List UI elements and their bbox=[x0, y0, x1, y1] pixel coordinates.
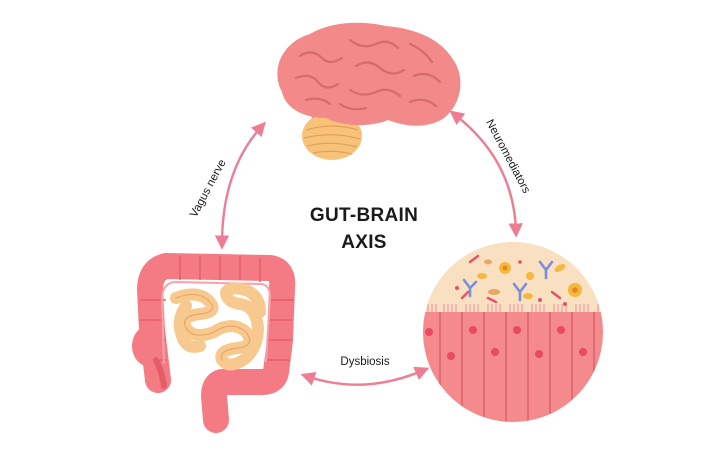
title-line-1: GUT-BRAIN bbox=[310, 205, 418, 226]
arrow-neuromediators bbox=[449, 110, 523, 238]
intestines-illustration bbox=[132, 253, 296, 433]
cell-nuclei bbox=[425, 326, 587, 360]
cerebrum bbox=[277, 22, 461, 126]
label-dysbiosis: Dysbiosis bbox=[340, 356, 389, 368]
cecum bbox=[132, 326, 164, 366]
rectum bbox=[208, 398, 223, 428]
title-line-2: AXIS bbox=[341, 232, 387, 253]
colon-segments bbox=[140, 256, 294, 361]
gut-microbiota-illustration bbox=[423, 242, 603, 422]
microbes bbox=[455, 254, 592, 306]
brain-folds bbox=[294, 38, 442, 111]
appendix bbox=[153, 357, 167, 389]
label-vagus-nerve: Vagus nerve bbox=[188, 158, 229, 220]
small-intestine bbox=[170, 282, 264, 371]
arrows bbox=[214, 110, 523, 386]
arrow-vagus-nerve bbox=[214, 121, 266, 250]
arrow-dysbiosis bbox=[300, 366, 430, 386]
large-intestine bbox=[137, 253, 296, 433]
brain-illustration bbox=[277, 22, 461, 160]
